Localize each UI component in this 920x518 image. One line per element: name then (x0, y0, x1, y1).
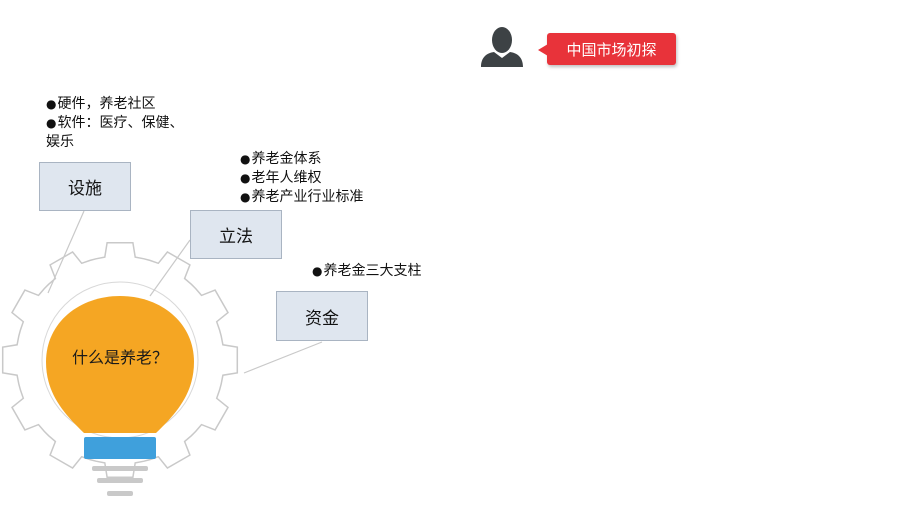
funds-note-item: 养老金三大支柱 (312, 262, 472, 281)
facilities-note-item: 硬件，养老社区 (46, 95, 206, 114)
facilities-notes: 硬件，养老社区 软件：医疗、保健、 (46, 95, 206, 133)
connector-line-facilities (47, 210, 85, 294)
bulb-screw-stripe (107, 491, 133, 496)
connector-line-legislation (149, 239, 191, 297)
bulb-base (84, 437, 156, 459)
bulb-screw-stripe (97, 478, 143, 483)
bulb-globe (46, 296, 194, 433)
facilities-note-continuation: 娱乐 (46, 134, 74, 150)
funds-box: 资金 (276, 291, 368, 341)
person-silhouette-icon (481, 27, 523, 67)
funds-notes: 养老金三大支柱 (312, 262, 472, 281)
facilities-label: 设施 (68, 179, 102, 199)
bulb-question: 什么是养老？ (71, 348, 168, 367)
legislation-note-item: 老年人维权 (240, 169, 420, 188)
section-tag-label: 中国市场初探 (566, 40, 657, 59)
legislation-box: 立法 (190, 210, 282, 259)
legislation-notes: 养老金体系 老年人维权 养老产业行业标准 (240, 150, 420, 207)
legislation-note-item: 养老产业行业标准 (240, 188, 420, 207)
legislation-label: 立法 (219, 227, 253, 247)
facilities-note-item: 软件：医疗、保健、 (46, 114, 206, 133)
bulb-screw-stripe (92, 466, 148, 471)
section-tag: 中国市场初探 (538, 33, 676, 65)
legislation-note-item: 养老金体系 (240, 150, 420, 169)
connector-line-funds (243, 341, 323, 374)
facilities-box: 设施 (39, 162, 131, 211)
funds-label: 资金 (305, 308, 339, 329)
